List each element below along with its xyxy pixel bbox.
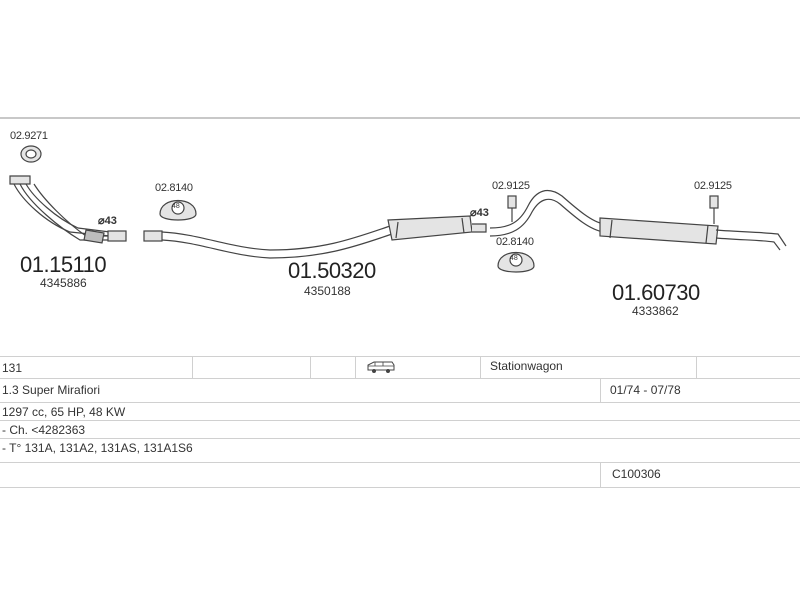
code-cell: C100306	[612, 467, 661, 481]
column-divider	[192, 357, 193, 379]
rear-pipe-drawing	[489, 189, 787, 251]
middle-pipe-drawing	[143, 215, 487, 259]
years-cell: 01/74 - 07/78	[610, 383, 681, 397]
top-divider	[0, 117, 800, 119]
column-divider	[355, 357, 356, 379]
bolt-1-drawing	[507, 195, 517, 222]
column-divider	[480, 357, 481, 379]
bolt-2-drawing	[709, 195, 719, 224]
clamp-2-mark: 48	[510, 255, 518, 262]
model-cell: 131	[2, 361, 23, 375]
column-divider	[310, 357, 311, 379]
column-divider	[696, 357, 697, 379]
oe-number-3: 4333862	[632, 304, 679, 318]
engine-cell: 1297 cc, 65 HP, 48 KW	[2, 405, 126, 419]
bolt-2-ref: 02.9125	[694, 180, 732, 192]
front-pipe-drawing	[9, 175, 127, 244]
clamp-1-ref: 02.8140	[155, 182, 193, 194]
clamp-2-ref: 02.8140	[496, 236, 534, 248]
clamp-1-drawing	[159, 200, 197, 221]
car-wagon-icon	[366, 360, 396, 379]
diameter-1-label: ⌀43	[98, 215, 117, 227]
column-divider	[600, 463, 601, 487]
part-number-2: 01.50320	[288, 258, 376, 283]
body-type-cell: Stationwagon	[490, 359, 563, 373]
chassis-cell: - Ch. <4282363	[2, 423, 86, 437]
diameter-2-label: ⌀43	[470, 207, 489, 219]
table-row-chassis: - Ch. <4282363	[0, 420, 800, 439]
ring-gasket-ref: 02.9271	[10, 130, 48, 142]
clamp-2-drawing	[497, 252, 535, 273]
table-row-model: 131 Stationwagon	[0, 356, 800, 379]
oe-number-1: 4345886	[40, 276, 87, 290]
table-row-engine: 1297 cc, 65 HP, 48 KW	[0, 402, 800, 421]
part-number-1: 01.15110	[20, 252, 107, 277]
table-row-variant: 1.3 Super Mirafiori 01/74 - 07/78	[0, 378, 800, 403]
variant-cell: 1.3 Super Mirafiori	[2, 383, 101, 397]
types-cell: - T° 131A, 131A2, 131AS, 131A1S6	[2, 441, 193, 455]
ring-gasket-drawing	[20, 145, 42, 163]
clamp-1-mark: 48	[172, 203, 180, 210]
exhaust-diagram	[9, 145, 787, 273]
table-row-code: C100306	[0, 462, 800, 488]
table-row-types: - T° 131A, 131A2, 131AS, 131A1S6	[0, 438, 800, 463]
column-divider	[600, 379, 601, 403]
oe-number-2: 4350188	[304, 284, 351, 298]
part-number-3: 01.60730	[612, 280, 700, 305]
bolt-1-ref: 02.9125	[492, 180, 530, 192]
